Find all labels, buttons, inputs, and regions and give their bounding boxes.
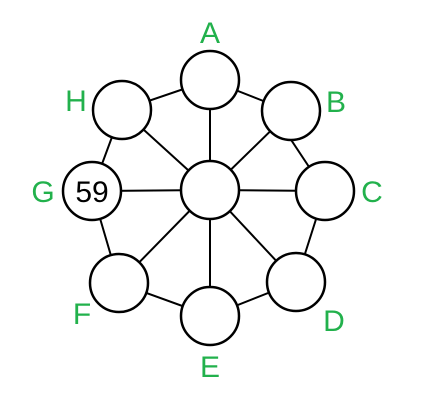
node-labels: A B C D E F G H bbox=[31, 17, 383, 384]
label-a: A bbox=[200, 17, 220, 50]
label-b: B bbox=[326, 86, 346, 119]
node-c bbox=[294, 160, 356, 222]
node-g: 59 bbox=[61, 160, 123, 222]
label-c: C bbox=[361, 176, 383, 209]
label-g: G bbox=[31, 176, 54, 209]
node-a bbox=[179, 49, 241, 111]
label-d: D bbox=[323, 305, 345, 338]
label-f: F bbox=[73, 298, 91, 331]
node-e bbox=[179, 285, 241, 347]
node-d bbox=[265, 251, 327, 313]
label-h: H bbox=[65, 85, 87, 118]
node-h bbox=[91, 79, 153, 141]
node-g-value: 59 bbox=[75, 176, 108, 209]
node-f bbox=[88, 252, 150, 314]
label-e: E bbox=[200, 351, 220, 384]
center-node bbox=[179, 159, 241, 221]
node-b bbox=[260, 80, 322, 142]
